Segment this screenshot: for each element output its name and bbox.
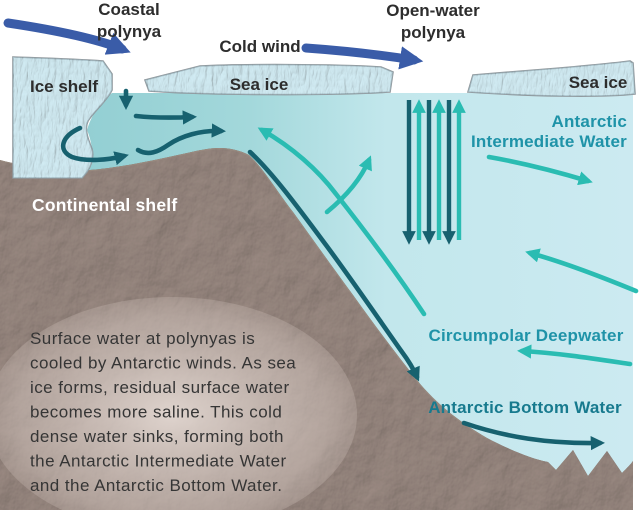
cdw-west-arrow	[517, 344, 633, 367]
continental-shelf-label: Continental shelf	[32, 195, 177, 215]
antarctic-intermediate-water-label-line1: Antarctic	[552, 112, 628, 131]
caption-line: cooled by Antarctic winds. As sea	[30, 354, 296, 373]
continental-shelf-rock	[0, 148, 633, 510]
cdw-inflow-arrow	[525, 248, 639, 294]
ice-shelf-label: Ice shelf	[30, 77, 98, 96]
antarctic-intermediate-water-label-line2: Intermediate Water	[471, 132, 627, 151]
polynya-feed-arrow	[324, 155, 372, 215]
polynya-upwelling-arrows	[412, 99, 466, 240]
shelf-circulation-arrows	[60, 88, 605, 451]
caption-line: becomes more saline. This cold	[30, 403, 282, 422]
cold-wind-label: Cold wind	[219, 37, 300, 56]
cold-wind-arrow	[301, 43, 424, 70]
caption-light-patch	[0, 297, 357, 510]
wind-arrows	[3, 18, 424, 70]
sea-ice-left-shape	[143, 63, 394, 96]
open-water-polynya-label-line1: Open-water	[386, 1, 480, 20]
open-water-polynya-label-line2: polynya	[401, 23, 466, 42]
sea-ice-right-label: Sea ice	[569, 73, 628, 92]
coastal-wind-arrow	[3, 18, 131, 55]
polynya-downwelling-arrows	[402, 100, 456, 245]
aiw-outflow-arrow	[486, 154, 593, 186]
ice-shelf-shape	[12, 56, 113, 179]
coastal-polynya-label-line1: Coastal	[98, 0, 159, 19]
antarctic-bottom-water-label: Antarctic Bottom Water	[428, 398, 622, 417]
caption-line: Surface water at polynyas is	[30, 329, 255, 348]
slope-descent-arrow	[247, 149, 420, 382]
caption-paragraph: Surface water at polynyas is cooled by A…	[30, 329, 296, 495]
shelf-wavy-arrow	[135, 123, 226, 156]
caption-line: and the Antarctic Bottom Water.	[30, 476, 282, 495]
caption-line: ice forms, residual surface water	[30, 378, 290, 397]
sea-ice-left-label: Sea ice	[230, 75, 289, 94]
coastal-polynya-label-line2: polynya	[97, 22, 162, 41]
shelf-current-arrow	[133, 110, 197, 125]
abw-outflow-arrow	[461, 420, 605, 451]
sea-ice-right-shape	[466, 60, 636, 97]
polynya-convection-arrows	[402, 99, 466, 245]
caption-line: dense water sinks, forming both	[30, 427, 284, 446]
upwelling-arrows	[257, 127, 639, 367]
circumpolar-deepwater-label: Circumpolar Deepwater	[428, 326, 623, 345]
caption-line: the Antarctic Intermediate Water	[30, 452, 287, 471]
shelf-eddy-arrow	[60, 125, 129, 166]
